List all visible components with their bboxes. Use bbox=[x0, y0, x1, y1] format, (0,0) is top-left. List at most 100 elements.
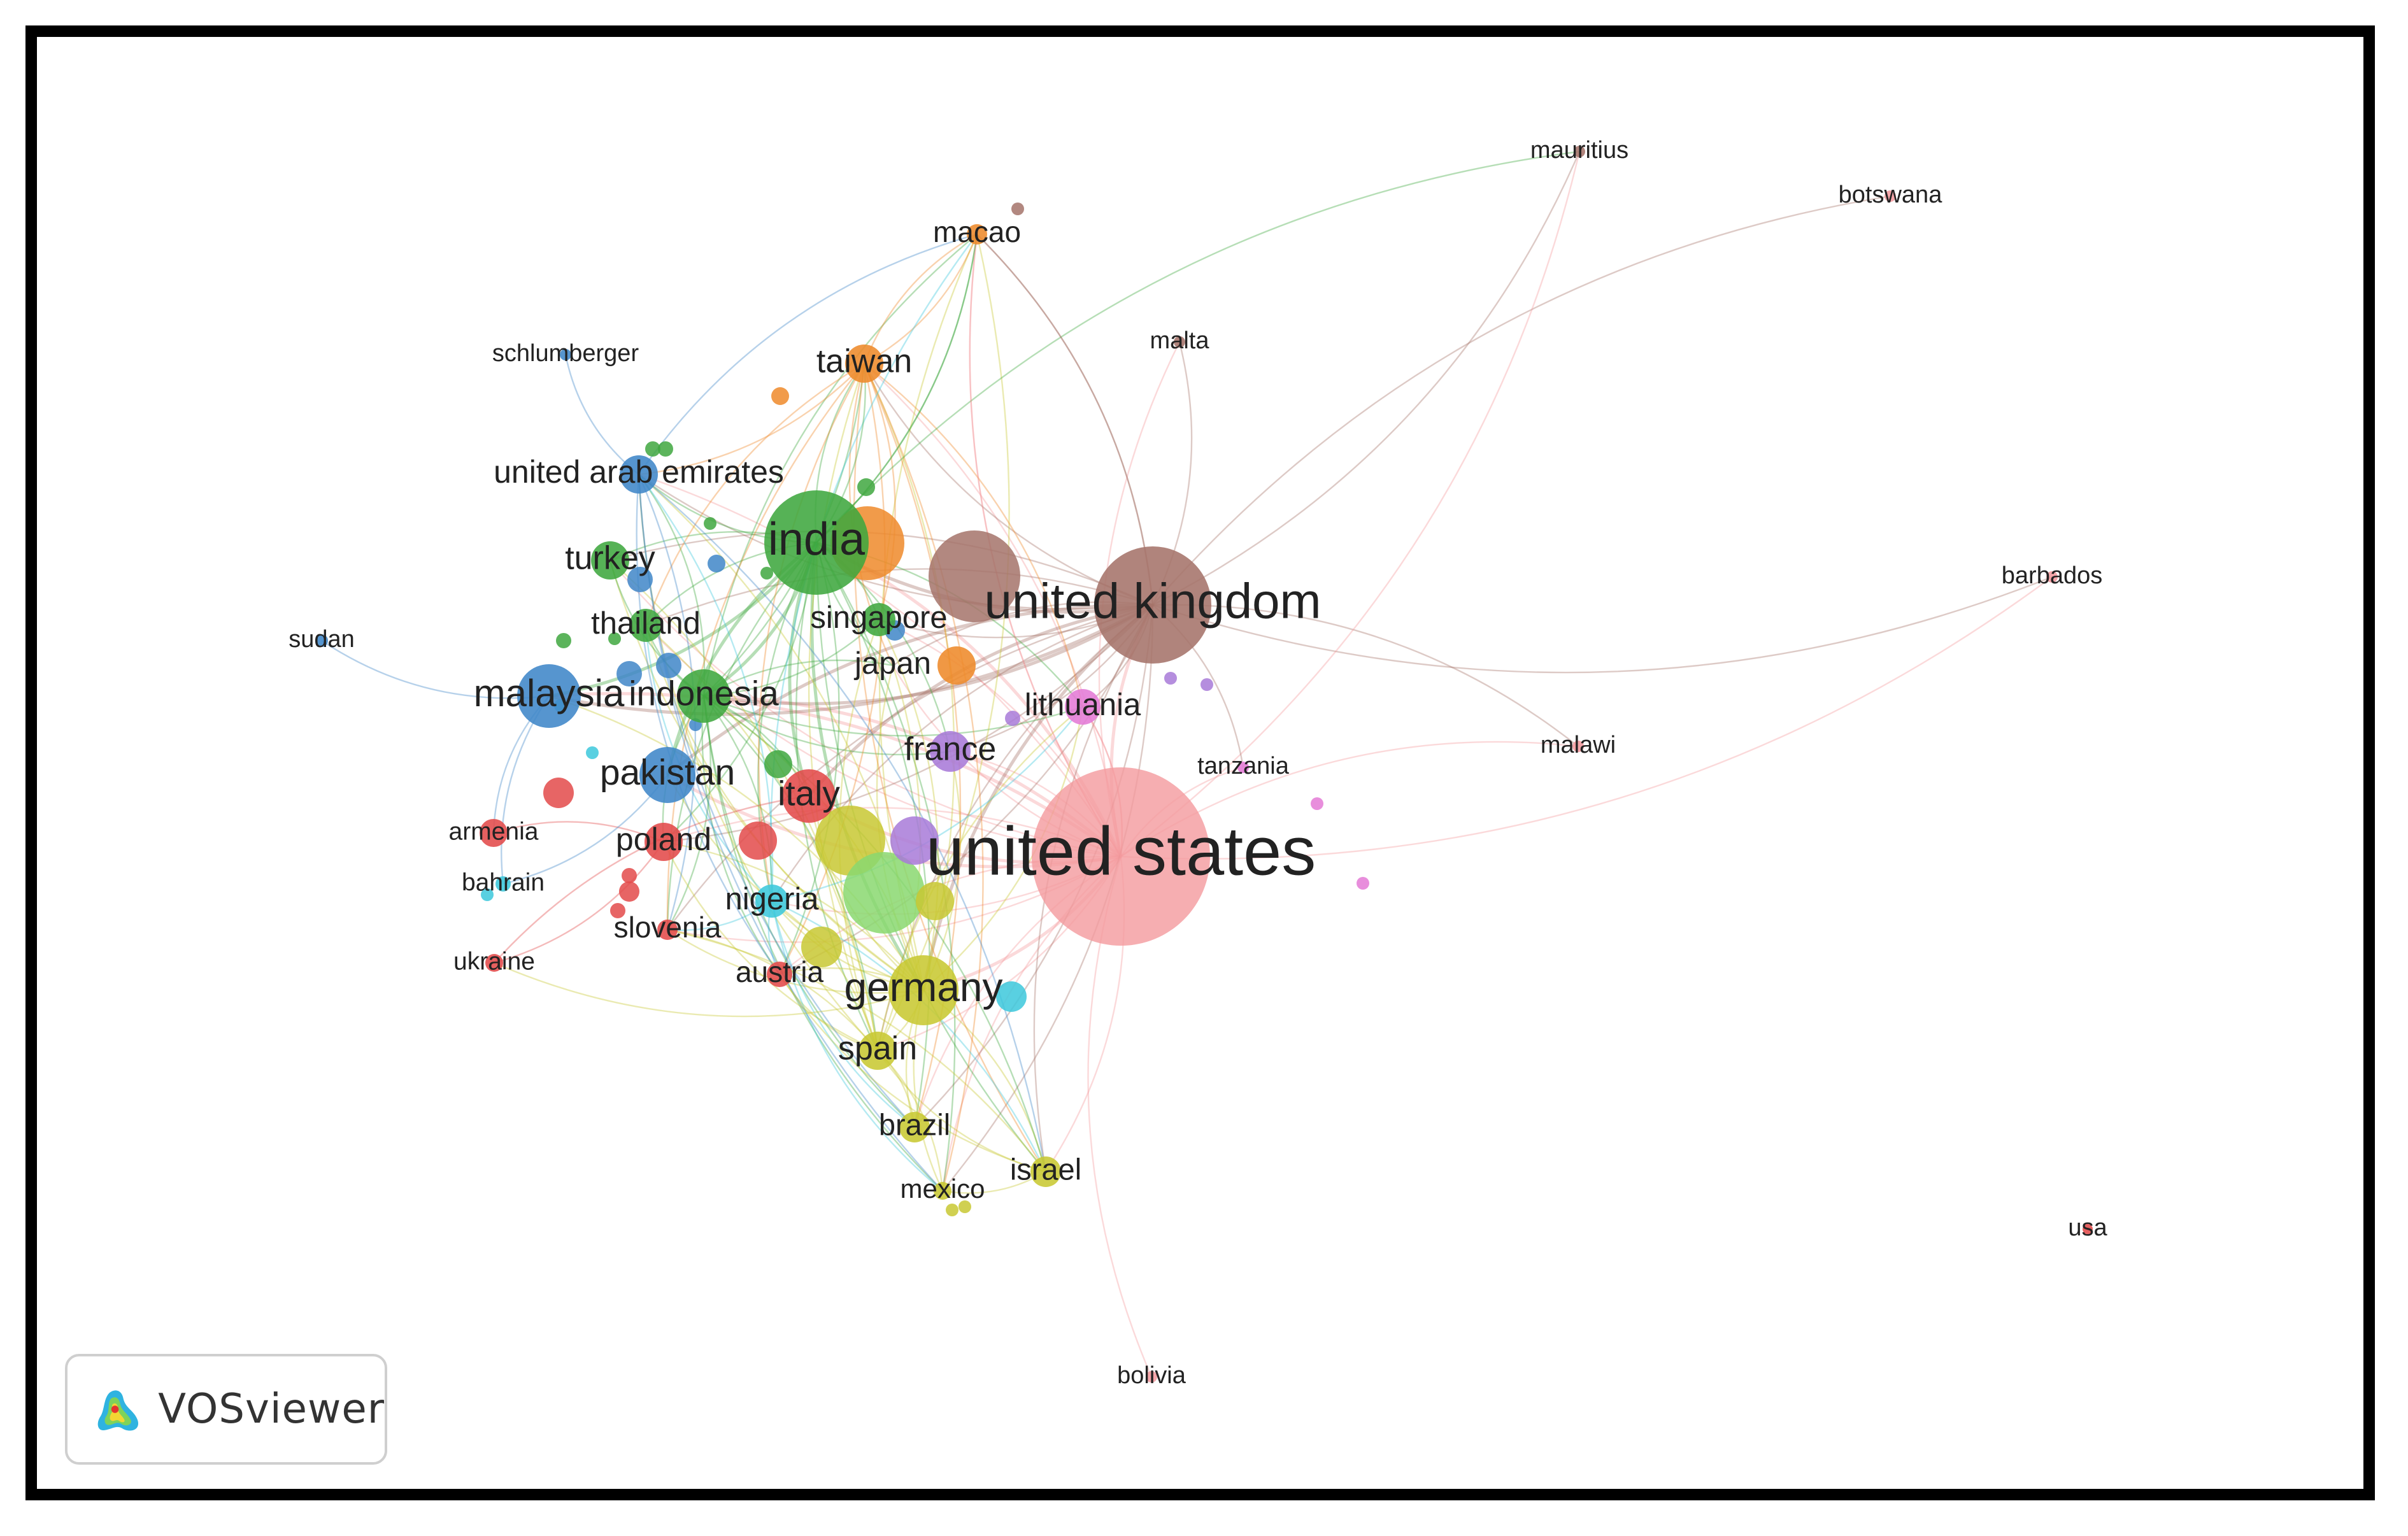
unlabeled-node[interactable] bbox=[916, 882, 954, 920]
unlabeled-node[interactable] bbox=[481, 888, 494, 901]
network-link bbox=[636, 474, 780, 975]
node-united-states[interactable] bbox=[1032, 767, 1210, 946]
node-united-kingdom[interactable] bbox=[1094, 546, 1211, 664]
unlabeled-node[interactable] bbox=[946, 1204, 958, 1216]
node-label-united-states: united states bbox=[926, 813, 1316, 890]
node-label-lithuania: lithuania bbox=[1025, 688, 1141, 722]
unlabeled-node[interactable] bbox=[610, 903, 625, 918]
unlabeled-node[interactable] bbox=[764, 750, 792, 778]
unlabeled-node[interactable] bbox=[760, 567, 773, 580]
node-germany[interactable] bbox=[888, 955, 958, 1025]
unlabeled-node[interactable] bbox=[1011, 203, 1024, 215]
node-malawi[interactable] bbox=[1572, 741, 1584, 752]
unlabeled-node[interactable] bbox=[608, 632, 621, 645]
node-mexico[interactable] bbox=[934, 1182, 951, 1200]
node-turkey[interactable] bbox=[591, 541, 629, 580]
node-israel[interactable] bbox=[1030, 1156, 1061, 1187]
unlabeled-node[interactable] bbox=[890, 816, 939, 865]
network-link bbox=[662, 841, 878, 1052]
node-sudan[interactable] bbox=[315, 634, 328, 647]
node-thailand[interactable] bbox=[629, 609, 662, 642]
unlabeled-node[interactable] bbox=[958, 1200, 971, 1213]
network-link bbox=[638, 474, 878, 1051]
node-macao[interactable] bbox=[967, 224, 987, 245]
node-poland[interactable] bbox=[645, 823, 683, 861]
node-label-malta: malta bbox=[1150, 327, 1210, 354]
unlabeled-node[interactable] bbox=[843, 852, 925, 934]
network-link bbox=[548, 692, 1122, 858]
node-italy[interactable] bbox=[782, 769, 836, 823]
unlabeled-node[interactable] bbox=[586, 746, 599, 759]
node-nigeria[interactable] bbox=[755, 885, 788, 918]
unlabeled-node[interactable] bbox=[622, 868, 637, 883]
network-link bbox=[771, 900, 915, 1128]
unlabeled-node[interactable] bbox=[616, 661, 642, 686]
node-japan[interactable] bbox=[937, 646, 976, 685]
node-singapore[interactable] bbox=[862, 603, 895, 636]
unlabeled-node[interactable] bbox=[801, 927, 842, 967]
unlabeled-node[interactable] bbox=[627, 567, 653, 592]
node-armenia[interactable] bbox=[480, 819, 508, 847]
network-link bbox=[667, 604, 1153, 930]
unlabeled-node[interactable] bbox=[739, 821, 777, 860]
unlabeled-node[interactable] bbox=[656, 653, 681, 678]
network-link bbox=[1152, 576, 2053, 674]
node-label-indonesia: indonesia bbox=[629, 674, 779, 713]
network-link bbox=[1152, 195, 1891, 606]
unlabeled-node[interactable] bbox=[1005, 711, 1020, 726]
node-label-france: france bbox=[904, 731, 997, 768]
unlabeled-node[interactable] bbox=[556, 633, 571, 648]
node-bolivia[interactable] bbox=[1146, 1371, 1157, 1383]
network-link bbox=[493, 821, 664, 843]
node-brazil[interactable] bbox=[899, 1112, 930, 1142]
unlabeled-node[interactable] bbox=[708, 555, 725, 572]
unlabeled-node[interactable] bbox=[1311, 797, 1323, 810]
node-usa[interactable] bbox=[2083, 1224, 2093, 1234]
unlabeled-node[interactable] bbox=[619, 881, 639, 902]
node-indonesia[interactable] bbox=[677, 669, 730, 723]
node-bahrain[interactable] bbox=[495, 876, 511, 892]
node-tanzania[interactable] bbox=[1237, 762, 1249, 773]
network-link bbox=[645, 362, 865, 626]
node-malta[interactable] bbox=[1174, 336, 1185, 348]
node-ukraine[interactable] bbox=[485, 954, 503, 972]
node-mauritius[interactable] bbox=[1574, 146, 1585, 157]
node-label-sudan: sudan bbox=[289, 626, 355, 653]
unlabeled-node[interactable] bbox=[658, 441, 673, 457]
node-united-arab-emirates[interactable] bbox=[620, 455, 658, 494]
unlabeled-node[interactable] bbox=[996, 981, 1027, 1012]
unlabeled-node[interactable] bbox=[704, 517, 716, 530]
network-link bbox=[701, 695, 780, 975]
network-link bbox=[702, 234, 978, 697]
node-barbados[interactable] bbox=[2046, 571, 2058, 583]
network-link bbox=[548, 603, 1154, 716]
unlabeled-node[interactable] bbox=[1357, 877, 1369, 890]
unlabeled-node[interactable] bbox=[1164, 672, 1177, 685]
unlabeled-node[interactable] bbox=[645, 441, 660, 457]
network-link bbox=[609, 560, 1122, 858]
node-spain[interactable] bbox=[858, 1032, 897, 1070]
node-botswana[interactable] bbox=[1884, 190, 1896, 202]
node-austria[interactable] bbox=[767, 962, 792, 987]
node-label-ukraine: ukraine bbox=[453, 948, 535, 975]
network-link bbox=[923, 706, 1084, 991]
unlabeled-node[interactable] bbox=[771, 387, 789, 405]
node-slovenia[interactable] bbox=[657, 920, 678, 940]
network-link bbox=[638, 474, 1047, 1172]
node-lithuania[interactable] bbox=[1065, 689, 1101, 725]
unlabeled-node[interactable] bbox=[929, 530, 1020, 622]
node-label-armenia: armenia bbox=[449, 818, 539, 845]
network-link bbox=[863, 363, 896, 620]
node-schlumberger[interactable] bbox=[560, 349, 571, 360]
unlabeled-node[interactable] bbox=[1200, 678, 1213, 691]
network-link bbox=[863, 233, 978, 364]
node-india[interactable] bbox=[764, 490, 869, 595]
unlabeled-node[interactable] bbox=[857, 478, 875, 496]
node-pakistan[interactable] bbox=[639, 747, 695, 803]
unlabeled-node[interactable] bbox=[543, 778, 574, 808]
network-link bbox=[1120, 151, 1581, 857]
node-malaysia[interactable] bbox=[517, 664, 581, 728]
node-taiwan[interactable] bbox=[845, 345, 883, 383]
node-france[interactable] bbox=[930, 731, 971, 772]
